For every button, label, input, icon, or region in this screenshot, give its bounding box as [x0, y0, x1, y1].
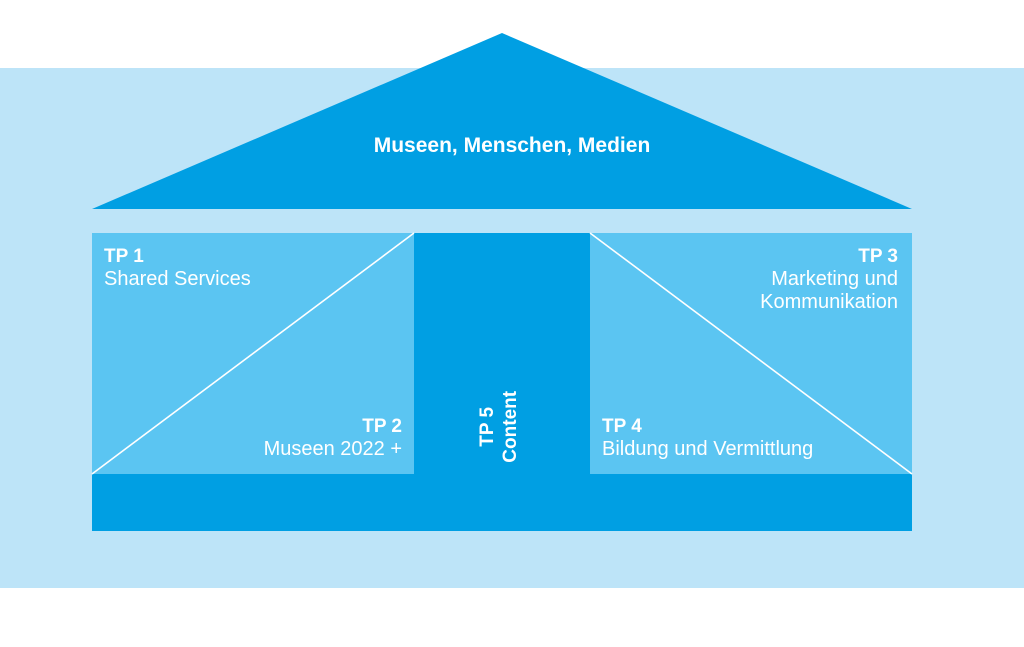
tp5-code: TP 5 — [477, 406, 499, 447]
tp2-code: TP 2 — [362, 416, 402, 437]
left-diagonal — [91, 232, 415, 475]
tp1-code: TP 1 — [104, 246, 144, 267]
roof — [92, 33, 912, 209]
tp2-label: TP 2 Museen 2022 + — [264, 416, 402, 461]
center-pillar — [414, 233, 590, 474]
tp3-code: TP 3 — [858, 246, 898, 267]
tp1-label: TP 1 Shared Services — [104, 246, 251, 291]
tp4-code: TP 4 — [602, 416, 642, 437]
tp2-name: Museen 2022 + — [263, 437, 402, 460]
right-diagonal — [589, 232, 913, 475]
tp1-name: Shared Services — [104, 267, 251, 290]
tp4-label: TP 4 Bildung und Vermittlung — [602, 416, 813, 461]
tp4-name: Bildung und Vermittlung — [602, 437, 814, 460]
tp3-name-line2: Kommunikation — [760, 290, 898, 313]
tp3-name-line1: Marketing und — [771, 267, 898, 290]
tp3-label: TP 3 Marketing und Kommunikation — [760, 246, 898, 314]
tp5-name: Content — [500, 390, 521, 463]
foundation — [92, 474, 912, 531]
roof-title: Museen, Menschen, Medien — [373, 134, 651, 157]
